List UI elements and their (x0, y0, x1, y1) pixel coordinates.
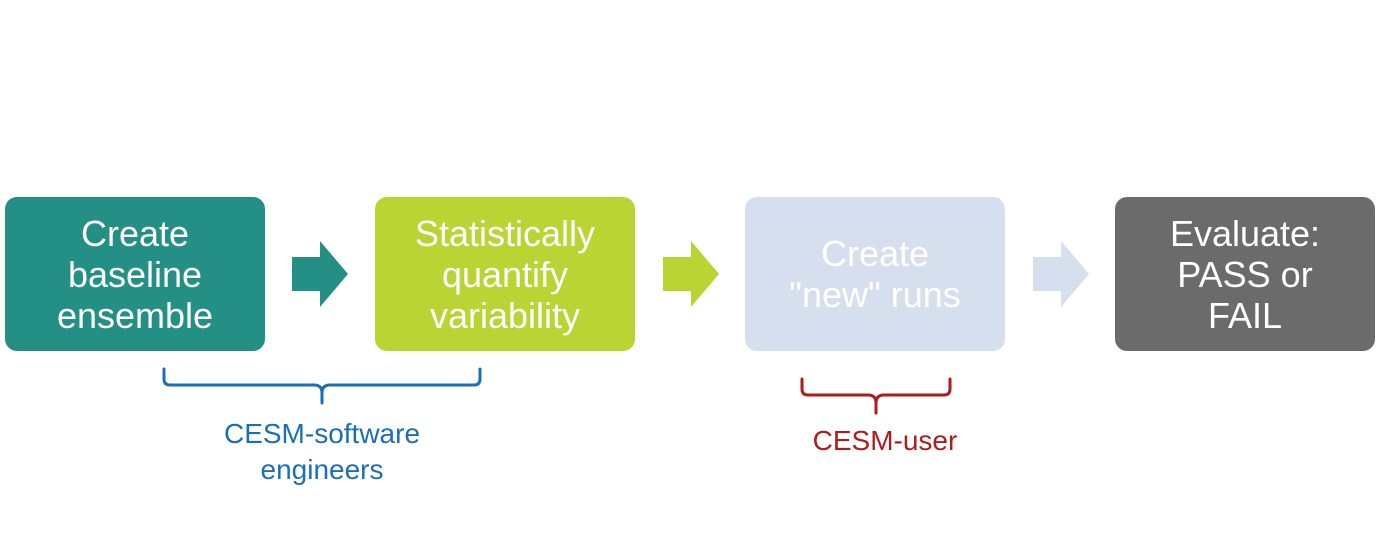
group-label-engineers: CESM-software engineers (172, 416, 472, 488)
step-label: Create baseline ensemble (57, 213, 213, 336)
step-label-line: baseline (67, 253, 203, 295)
engineers-brace (162, 367, 482, 405)
step-label-line: variability (429, 294, 581, 336)
step-label-line: quantify (441, 253, 569, 295)
group-label-line: CESM-user (812, 425, 958, 456)
step-label: Statistically quantify variability (415, 213, 595, 336)
group-label-line: CESM-software (223, 418, 421, 449)
step-statistically-quantify-variability: Statistically quantify variability (375, 197, 635, 351)
group-label-user: CESM-user (780, 423, 990, 459)
step-label-line: Create (80, 212, 190, 254)
brace-path (162, 367, 482, 405)
step-label-line: Create (820, 233, 930, 274)
arrow-shape (292, 241, 348, 307)
user-brace (800, 377, 952, 415)
step-label-line: Statistically (414, 212, 596, 254)
step-create-new-runs: Create "new" runs (745, 197, 1005, 351)
step-label: Create "new" runs (789, 233, 961, 315)
step-label-line: Evaluate: (1169, 212, 1321, 254)
step-label-line: PASS or (1177, 253, 1313, 295)
right-arrow-icon (1033, 241, 1089, 307)
arrow-shape (663, 241, 719, 307)
right-arrow-icon (663, 241, 719, 307)
brace-path (800, 377, 952, 415)
group-label-line: engineers (260, 454, 384, 485)
step-label: Evaluate: PASS or FAIL (1170, 213, 1320, 336)
step-label-line: ensemble (56, 294, 214, 336)
step-create-baseline-ensemble: Create baseline ensemble (5, 197, 265, 351)
right-arrow-icon (292, 241, 348, 307)
step-label-line: "new" runs (789, 274, 961, 315)
step-evaluate-pass-or-fail: Evaluate: PASS or FAIL (1115, 197, 1375, 351)
step-label-line: FAIL (1207, 294, 1283, 336)
arrow-shape (1033, 241, 1089, 307)
